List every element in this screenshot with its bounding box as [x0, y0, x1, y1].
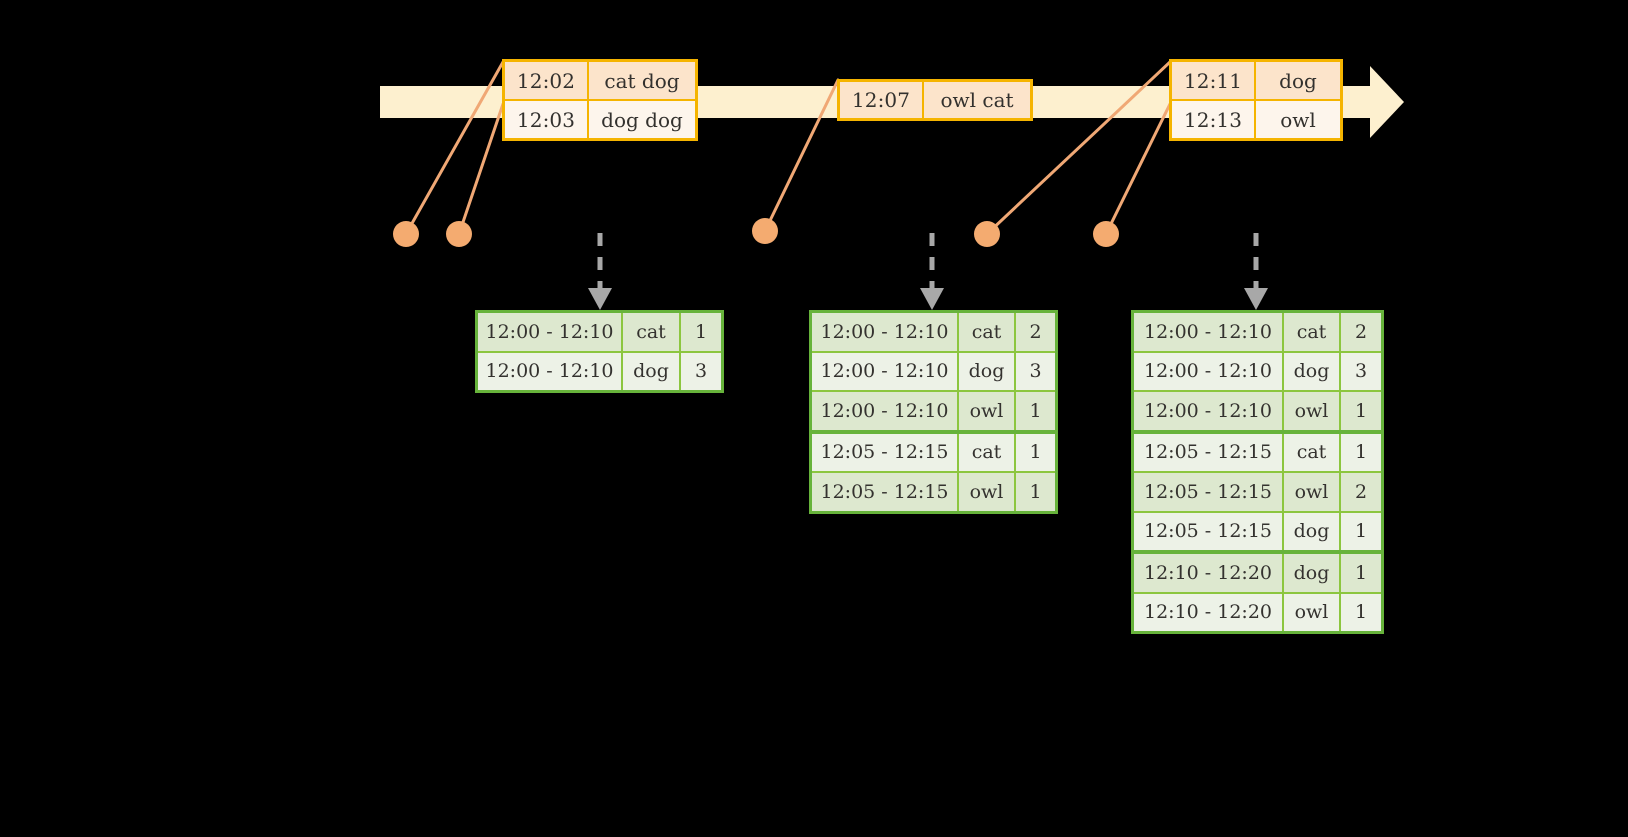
cell-count: 1: [1029, 399, 1042, 422]
cell-count: 3: [1354, 360, 1368, 383]
cell-key: owl: [959, 392, 1016, 430]
cell-window: 12:05 - 12:15: [1134, 512, 1284, 550]
cell-count: 2: [1029, 320, 1042, 343]
event-row[interactable]: 12:02 cat dog: [505, 62, 695, 99]
cell-key: owl: [1284, 593, 1341, 631]
cell-key: dog: [1284, 512, 1341, 550]
cell-window: 12:00 - 12:10: [812, 392, 959, 430]
event-payload: cat dog: [604, 68, 680, 93]
cell-count: 1: [694, 320, 708, 343]
event-payload: dog dog: [601, 107, 683, 132]
cell-key: cat: [959, 313, 1016, 351]
event-marker-1: [393, 221, 419, 247]
cell-key: dog: [959, 352, 1016, 390]
cell-window: 12:10 - 12:20: [1134, 554, 1284, 592]
emit-arrow-head-1: [588, 288, 612, 310]
event-group-1[interactable]: 12:02 cat dog 12:03 dog dog: [502, 59, 698, 141]
cell-key: owl: [1284, 473, 1341, 511]
cell-window: 12:00 - 12:10: [812, 352, 959, 390]
event-row[interactable]: 12:11 dog: [1172, 62, 1340, 99]
cell-count: 2: [1354, 480, 1368, 503]
event-time: 12:02: [505, 62, 589, 99]
cell-window: 12:05 - 12:15: [812, 433, 959, 471]
event-payload: owl: [1280, 107, 1316, 132]
cell-count: 1: [1354, 399, 1368, 422]
cell-key: dog: [623, 352, 681, 390]
cell-window: 12:00 - 12:10: [478, 352, 623, 390]
cell-count: 1: [1354, 441, 1368, 464]
cell-count: 1: [1029, 480, 1042, 503]
cell-window: 12:00 - 12:10: [1134, 392, 1284, 430]
emit-arrow-head-2: [920, 288, 944, 310]
event-marker-3: [752, 218, 778, 244]
cell-window: 12:05 - 12:15: [1134, 433, 1284, 471]
event-marker-4: [974, 221, 1000, 247]
cell-key: dog: [1284, 554, 1341, 592]
cell-key: owl: [1284, 392, 1341, 430]
cell-count: 1: [1354, 601, 1368, 624]
timeline-arrowhead: [1370, 66, 1404, 138]
cell-window: 12:05 - 12:15: [812, 473, 959, 511]
cell-window: 12:00 - 12:10: [1134, 352, 1284, 390]
cell-key: dog: [1284, 352, 1341, 390]
cell-window: 12:00 - 12:10: [812, 313, 959, 351]
cell-window: 12:00 - 12:10: [478, 313, 623, 351]
event-time: 12:03: [505, 101, 589, 138]
event-group-2[interactable]: 12:07 owl cat: [837, 79, 1033, 121]
cell-key: cat: [1284, 433, 1341, 471]
cell-key: cat: [1284, 313, 1341, 351]
connector-line-5: [1104, 102, 1172, 236]
cell-key: cat: [959, 433, 1016, 471]
connector-line-3: [763, 78, 840, 233]
cell-count: 1: [1029, 441, 1042, 464]
event-marker-5: [1093, 221, 1119, 247]
event-time: 12:07: [840, 82, 924, 118]
cell-count: 3: [694, 360, 708, 383]
event-row[interactable]: 12:13 owl: [1172, 99, 1340, 138]
cell-key: cat: [623, 313, 681, 351]
connector-line-2: [457, 102, 505, 236]
cell-window: 12:05 - 12:15: [1134, 473, 1284, 511]
cell-count: 1: [1354, 520, 1368, 543]
cell-count: 1: [1354, 561, 1368, 584]
event-row[interactable]: 12:03 dog dog: [505, 99, 695, 138]
event-row[interactable]: 12:07 owl cat: [840, 82, 1030, 118]
event-payload: dog: [1279, 68, 1317, 93]
cell-window: 12:00 - 12:10: [1134, 313, 1284, 351]
event-time: 12:13: [1172, 101, 1256, 138]
event-marker-2: [446, 221, 472, 247]
emit-arrow-head-3: [1244, 288, 1268, 310]
cell-count: 3: [1029, 360, 1042, 383]
event-time: 12:11: [1172, 62, 1256, 99]
event-group-3[interactable]: 12:11 dog 12:13 owl: [1169, 59, 1343, 141]
cell-key: owl: [959, 473, 1016, 511]
connector-line-1: [404, 60, 505, 236]
event-payload: owl cat: [940, 88, 1014, 112]
cell-window: 12:10 - 12:20: [1134, 593, 1284, 631]
cell-count: 2: [1354, 320, 1368, 343]
